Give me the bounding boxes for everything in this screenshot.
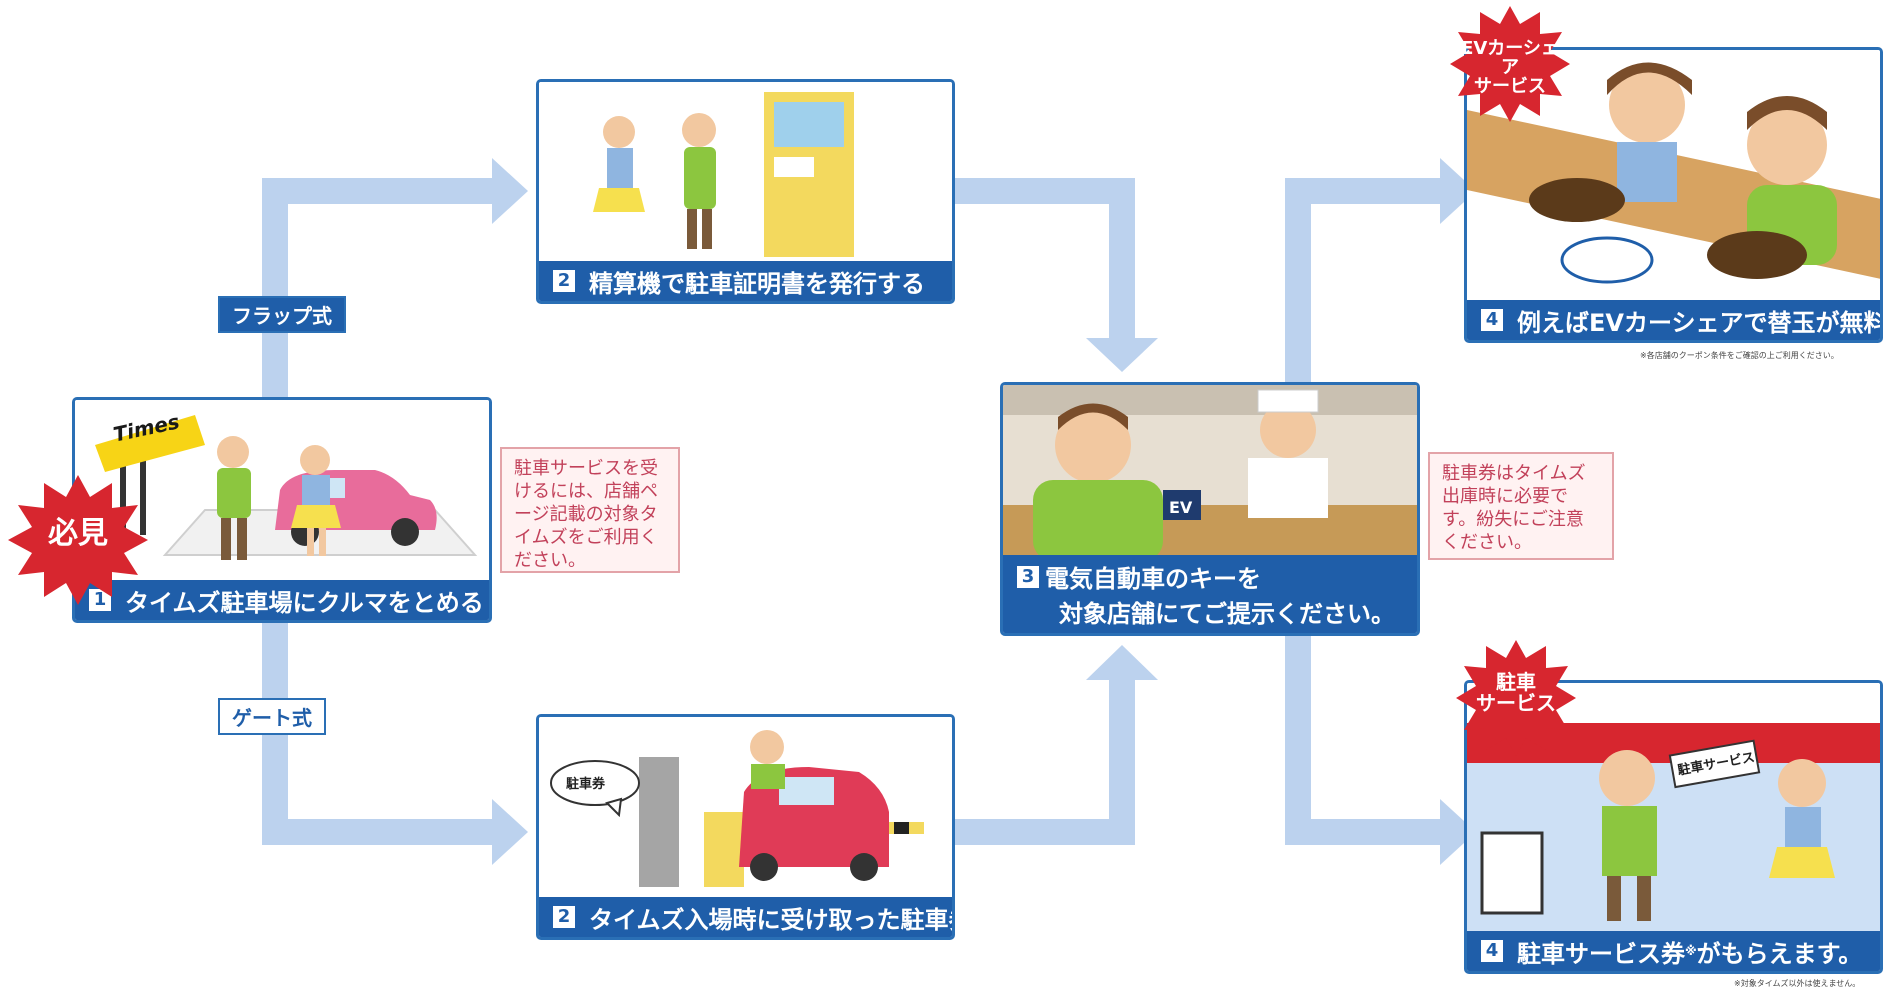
gate-type-label: ゲート式 xyxy=(218,698,326,735)
gate-illustration xyxy=(539,717,952,897)
step2-gate-number: 2 xyxy=(553,906,575,928)
step2-gate-caption-text: タイムズ入場時に受け取った駐車券 xyxy=(589,905,955,934)
step3-caption: 3 電気自動車のキーを 対象店舗にてご提示ください。 xyxy=(1003,555,1417,633)
step3-panel: EV 3 電気自動車のキーを 対象店舗にてご提示ください。 xyxy=(1000,382,1420,636)
ev-carshare-burst-label: EVカーシェア サービス xyxy=(1461,38,1559,97)
step2-flap-panel: 2 精算機で駐車証明書を発行する xyxy=(536,79,955,304)
step2-gate-panel: 駐車券 2 タイムズ入場時に受け取った駐車券 xyxy=(536,714,955,940)
step2-flap-number: 2 xyxy=(553,270,575,292)
parking-service-burst xyxy=(1456,640,1576,756)
must-see-label: 必見 xyxy=(48,516,108,551)
step4-carshare-caption-text: 例えばEVカーシェアで替玉が無料に! xyxy=(1517,308,1883,337)
step4-parking-caption-main: 駐車サービス券 xyxy=(1517,939,1685,968)
ev-key-label: EV xyxy=(1169,498,1193,517)
flap-type-label: フラップ式 xyxy=(218,296,346,333)
restaurant-counter-scene: EV xyxy=(1003,385,1417,555)
counter-illustration xyxy=(1003,385,1417,555)
step4-parking-caption-tail: がもらえます。 xyxy=(1696,939,1863,968)
carshare-footnote: ※各店舗のクーポン条件をご確認の上ご利用ください。 xyxy=(1640,351,1839,360)
step4-carshare-caption: 4 例えばEVカーシェアで替玉が無料に! xyxy=(1467,300,1880,340)
ticket-speech-bubble xyxy=(550,760,640,817)
step3-number: 3 xyxy=(1017,565,1039,588)
step3-caption-text1: 電気自動車のキーを xyxy=(1045,565,1261,593)
step2-flap-caption-text: 精算機で駐車証明書を発行する xyxy=(589,269,925,298)
must-see-burst xyxy=(8,475,148,605)
ev-carshare-burst xyxy=(1450,6,1570,122)
payment-machine-scene xyxy=(539,82,952,261)
step2-gate-caption: 2 タイムズ入場時に受け取った駐車券 xyxy=(539,897,952,937)
step1-caption: 1 タイムズ駐車場にクルマをとめる xyxy=(75,580,489,620)
step4-parking-number: 4 xyxy=(1481,940,1503,962)
parking-illustration xyxy=(75,400,489,580)
ticket-bubble-label: 駐車券 xyxy=(566,777,606,792)
step4-parking-caption: 4 駐車サービス券※がもらえます。 xyxy=(1467,931,1880,971)
step4-parking-caption-mark: ※ xyxy=(1685,944,1697,958)
gate-scene: 駐車券 xyxy=(539,717,952,897)
parking-scene: Times xyxy=(75,400,489,580)
parking-footnote: ※対象タイムズ以外は使えません。 xyxy=(1734,979,1861,988)
step1-panel: Times 1 タイムズ駐車場にクルマをとめる xyxy=(72,397,492,623)
step3-caption-line1: 3 電気自動車のキーを xyxy=(1017,559,1261,594)
payment-machine-illustration xyxy=(539,82,952,261)
step2-flap-caption: 2 精算機で駐車証明書を発行する xyxy=(539,261,952,301)
step4-carshare-number: 4 xyxy=(1481,309,1503,331)
step3-caption-text2: 対象店舗にてご提示ください。 xyxy=(1059,600,1395,628)
left-note: 駐車サービスを受けるには、店舗ページ記載の対象タイムズをご利用ください。 xyxy=(500,447,680,573)
parking-service-burst-label: 駐車 サービス xyxy=(1476,670,1556,715)
step1-number: 1 xyxy=(89,589,111,611)
step1-caption-text: タイムズ駐車場にクルマをとめる xyxy=(125,588,484,617)
right-note: 駐車券はタイムズ出庫時に必要です。紛失にご注意ください。 xyxy=(1428,452,1614,560)
